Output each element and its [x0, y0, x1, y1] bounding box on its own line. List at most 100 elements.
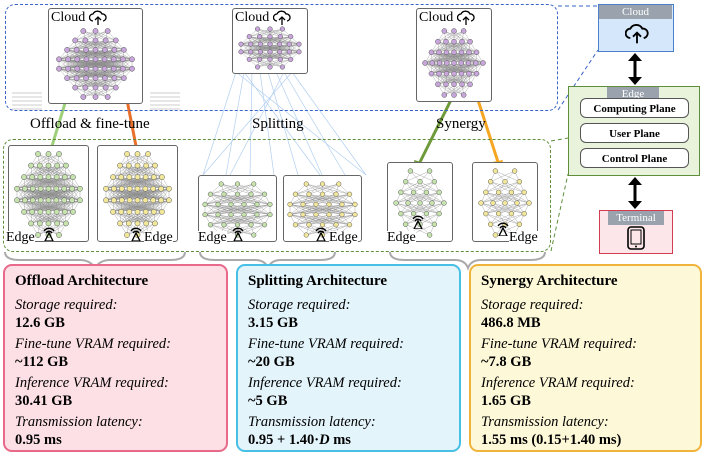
antenna-icon — [497, 222, 509, 236]
nn-node — [238, 41, 244, 47]
nn-node — [102, 37, 109, 44]
nn-node — [103, 197, 109, 204]
nn-node — [516, 221, 523, 227]
nn-node — [251, 181, 257, 187]
nn-node — [120, 65, 126, 72]
nn-node — [56, 151, 62, 157]
split-connector-lines — [202, 71, 367, 176]
nn-node — [267, 41, 273, 47]
nn-node — [286, 41, 292, 47]
neural-network-icon — [14, 151, 83, 238]
nn-node — [248, 41, 254, 47]
nn-node — [117, 220, 123, 227]
nn-node — [111, 197, 117, 204]
nn-node — [221, 222, 227, 228]
nn-node — [473, 49, 480, 56]
synergy-brace — [389, 251, 546, 271]
nn-node — [352, 212, 358, 218]
nn-node — [277, 41, 283, 47]
nn-node — [112, 37, 119, 44]
tablet-icon — [627, 226, 645, 250]
nn-node — [441, 92, 448, 98]
nn-node — [287, 212, 293, 218]
nn-node — [487, 179, 494, 185]
latency-value-c: ms — [329, 432, 351, 448]
nn-node — [101, 65, 108, 72]
nn-node — [286, 49, 292, 55]
nn-node — [423, 211, 430, 217]
edge-label-1: Edge — [6, 230, 35, 245]
nn-node — [158, 185, 164, 192]
nn-node — [125, 162, 132, 169]
nn-node — [45, 174, 52, 180]
nn-node — [267, 26, 273, 32]
nn-node — [159, 174, 165, 180]
nn-node — [125, 220, 132, 227]
nn-node — [495, 211, 502, 217]
nn-node — [103, 185, 109, 192]
nn-node — [61, 174, 68, 180]
nn-node — [218, 181, 224, 187]
storage-value: 486.8 MB — [481, 315, 541, 331]
edge-model-1 — [8, 145, 89, 242]
storage-value: 12.6 GB — [15, 315, 65, 331]
nn-node — [267, 49, 273, 55]
antenna-icon — [315, 227, 327, 241]
nn-node — [352, 201, 358, 207]
nn-node — [254, 212, 260, 218]
nn-node — [45, 197, 52, 204]
nn-node — [267, 34, 273, 40]
nn-node — [45, 162, 52, 169]
storage-value: 3.15 GB — [248, 315, 298, 331]
nn-node — [428, 49, 435, 56]
nn-node — [92, 28, 99, 34]
nn-node — [92, 65, 99, 72]
nn-node — [37, 209, 44, 215]
nn-node — [238, 49, 244, 55]
nn-node — [61, 185, 68, 192]
nn-node — [417, 179, 423, 185]
nn-node — [458, 70, 465, 77]
nn-node — [22, 185, 28, 192]
inference-vram-label: Inference VRAM required: — [248, 375, 402, 391]
terminal-panel-header: Terminal — [608, 211, 664, 225]
nn-node — [29, 209, 36, 215]
nn-node — [126, 197, 133, 204]
nn-node — [407, 168, 414, 174]
nn-node — [306, 191, 312, 197]
nn-node — [82, 37, 89, 44]
inference-vram-label: Inference VRAM required: — [481, 375, 635, 391]
nn-node — [251, 232, 257, 238]
nn-node — [398, 211, 404, 217]
nn-node — [104, 94, 111, 100]
nn-node — [45, 220, 52, 227]
nn-node — [28, 162, 34, 169]
nn-node — [490, 200, 496, 206]
nn-node — [74, 56, 81, 63]
nn-node — [80, 94, 87, 100]
edge-label-5: Edge — [387, 230, 416, 245]
nn-node — [118, 185, 125, 192]
cloud-panel: Cloud — [598, 4, 674, 52]
nn-node — [121, 47, 127, 53]
nn-node — [150, 209, 157, 215]
nn-node — [74, 65, 81, 72]
nn-node — [126, 174, 133, 180]
nn-node — [228, 212, 234, 218]
nn-node — [451, 28, 457, 34]
nn-node — [480, 60, 486, 66]
finetune-vram-value: ~112 GB — [15, 354, 69, 370]
nn-node — [150, 185, 157, 192]
nn-node — [102, 47, 108, 53]
nn-node — [92, 84, 99, 91]
nn-node — [111, 185, 117, 192]
nn-node — [35, 151, 41, 157]
nn-node — [92, 37, 99, 44]
nn-node — [65, 65, 71, 72]
nn-node — [126, 185, 133, 192]
nn-node — [53, 209, 60, 215]
antenna-icon — [232, 227, 244, 241]
synergy-title: Synergy Architecture — [481, 273, 618, 289]
nn-node — [45, 151, 52, 157]
finetune-vram-label: Fine-tune VRAM required: — [248, 336, 404, 352]
